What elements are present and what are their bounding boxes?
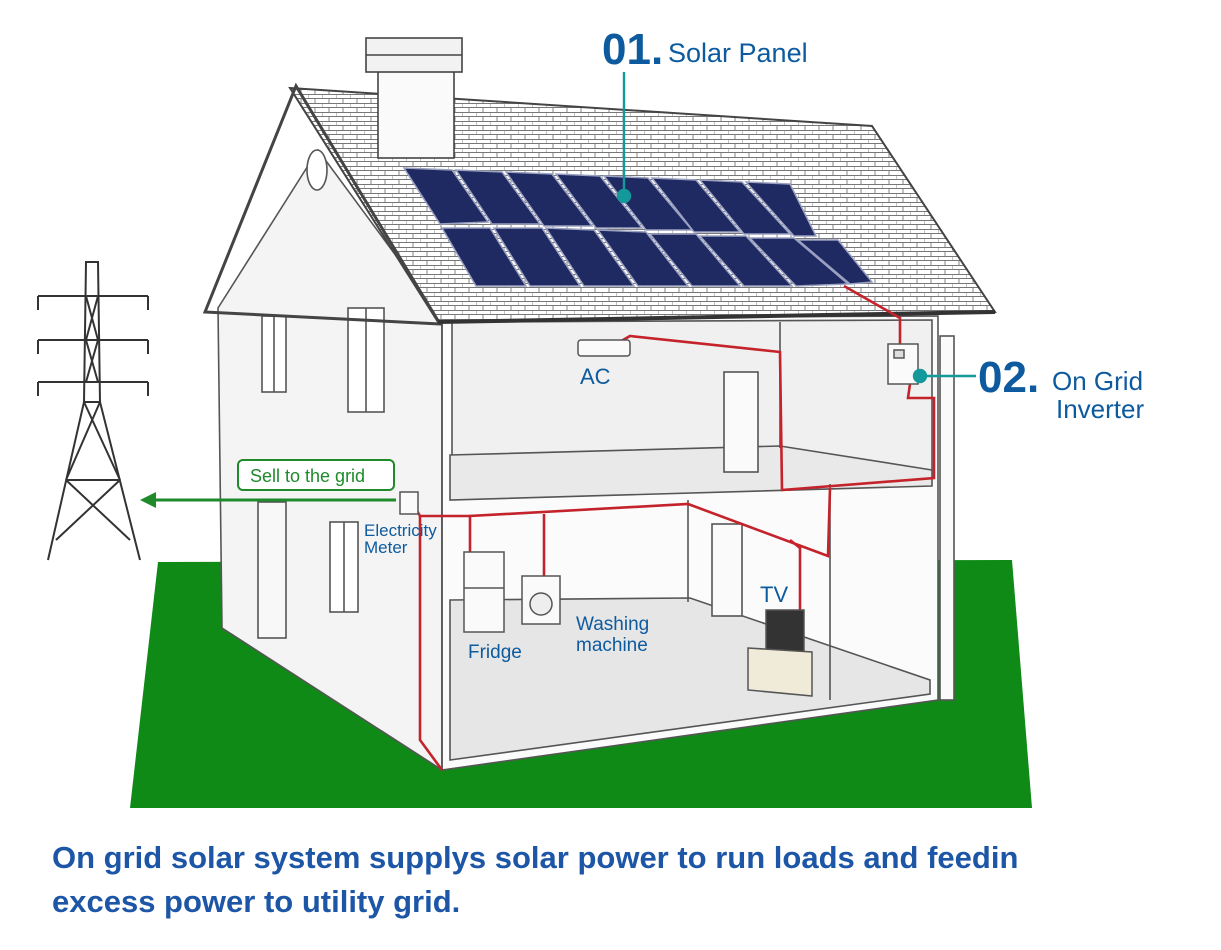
solar-system-diagram: 01. Solar Panel 02. On Grid Inverter AC … [37, 25, 1144, 808]
electrical-wiring [410, 284, 936, 771]
inverter-number: 02. [978, 353, 1039, 402]
tv-label: TV [760, 582, 788, 607]
solar-panel-label: Solar Panel [668, 38, 808, 68]
fridge-label: Fridge [468, 642, 522, 663]
caption-line-1: On grid solar system supplys solar power… [52, 840, 1019, 875]
inverter-label-line1: On Grid [1052, 366, 1143, 396]
fridge-icon [463, 551, 505, 633]
caption: On grid solar system supplys solar power… [52, 836, 1192, 924]
electricity-meter-icon [399, 491, 419, 515]
washing-label-line2: machine [576, 635, 648, 656]
meter-label-line1: Electricity [364, 521, 437, 540]
solar-panel-array [402, 167, 874, 287]
sell-to-grid-arrow [140, 459, 396, 508]
ac-label: AC [580, 364, 611, 389]
solar-panel-number: 01. [602, 25, 663, 74]
caption-line-2: excess power to utility grid. [52, 884, 461, 919]
tv-icon [747, 609, 813, 697]
meter-label-line2: Meter [364, 538, 408, 557]
label-leaders [616, 72, 976, 384]
transmission-tower-icon [37, 261, 149, 561]
sell-to-grid-label: Sell to the grid [250, 466, 365, 486]
washing-machine-icon [521, 575, 561, 625]
washing-label-line1: Washing [576, 614, 649, 635]
ac-unit-icon [577, 339, 631, 357]
chimney [365, 37, 463, 159]
inverter-label-line2: Inverter [1056, 394, 1144, 424]
